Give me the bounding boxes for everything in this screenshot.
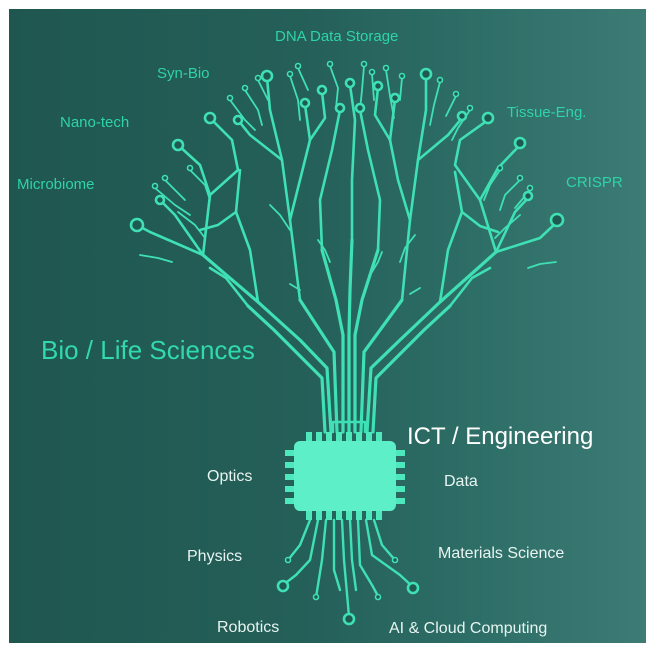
label-physics: Physics	[187, 548, 243, 565]
label-optics: Optics	[207, 468, 253, 485]
node-dots	[151, 60, 534, 601]
label-crispr: CRISPR	[566, 174, 623, 191]
heading-ict-engineering: ICT / Engineering	[407, 423, 594, 450]
circuit-tree	[129, 60, 565, 626]
label-robotics: Robotics	[217, 619, 280, 636]
diagram-panel: DNA Data Storage Syn-Bio Nano-tech Micro…	[9, 9, 646, 643]
node-circles	[129, 67, 565, 626]
trunk	[201, 238, 498, 434]
right-branches	[348, 74, 559, 308]
label-data: Data	[444, 473, 478, 490]
left-branches	[135, 76, 342, 308]
chip-body	[294, 441, 396, 511]
label-microbiome: Microbiome	[17, 176, 95, 193]
roots	[281, 518, 415, 619]
microchip	[285, 432, 405, 520]
heading-bio-life-sciences: Bio / Life Sciences	[41, 335, 255, 365]
label-dna-data-storage: DNA Data Storage	[275, 28, 399, 45]
label-ai-cloud-computing: AI & Cloud Computing	[389, 620, 548, 637]
chip-pins	[285, 432, 405, 520]
label-nano-tech: Nano-tech	[60, 114, 130, 131]
label-syn-bio: Syn-Bio	[157, 65, 210, 82]
label-materials-science: Materials Science	[438, 545, 565, 562]
twigs	[139, 65, 557, 295]
label-tissue-eng: Tissue-Eng.	[507, 104, 587, 121]
chip-bus	[331, 420, 367, 434]
